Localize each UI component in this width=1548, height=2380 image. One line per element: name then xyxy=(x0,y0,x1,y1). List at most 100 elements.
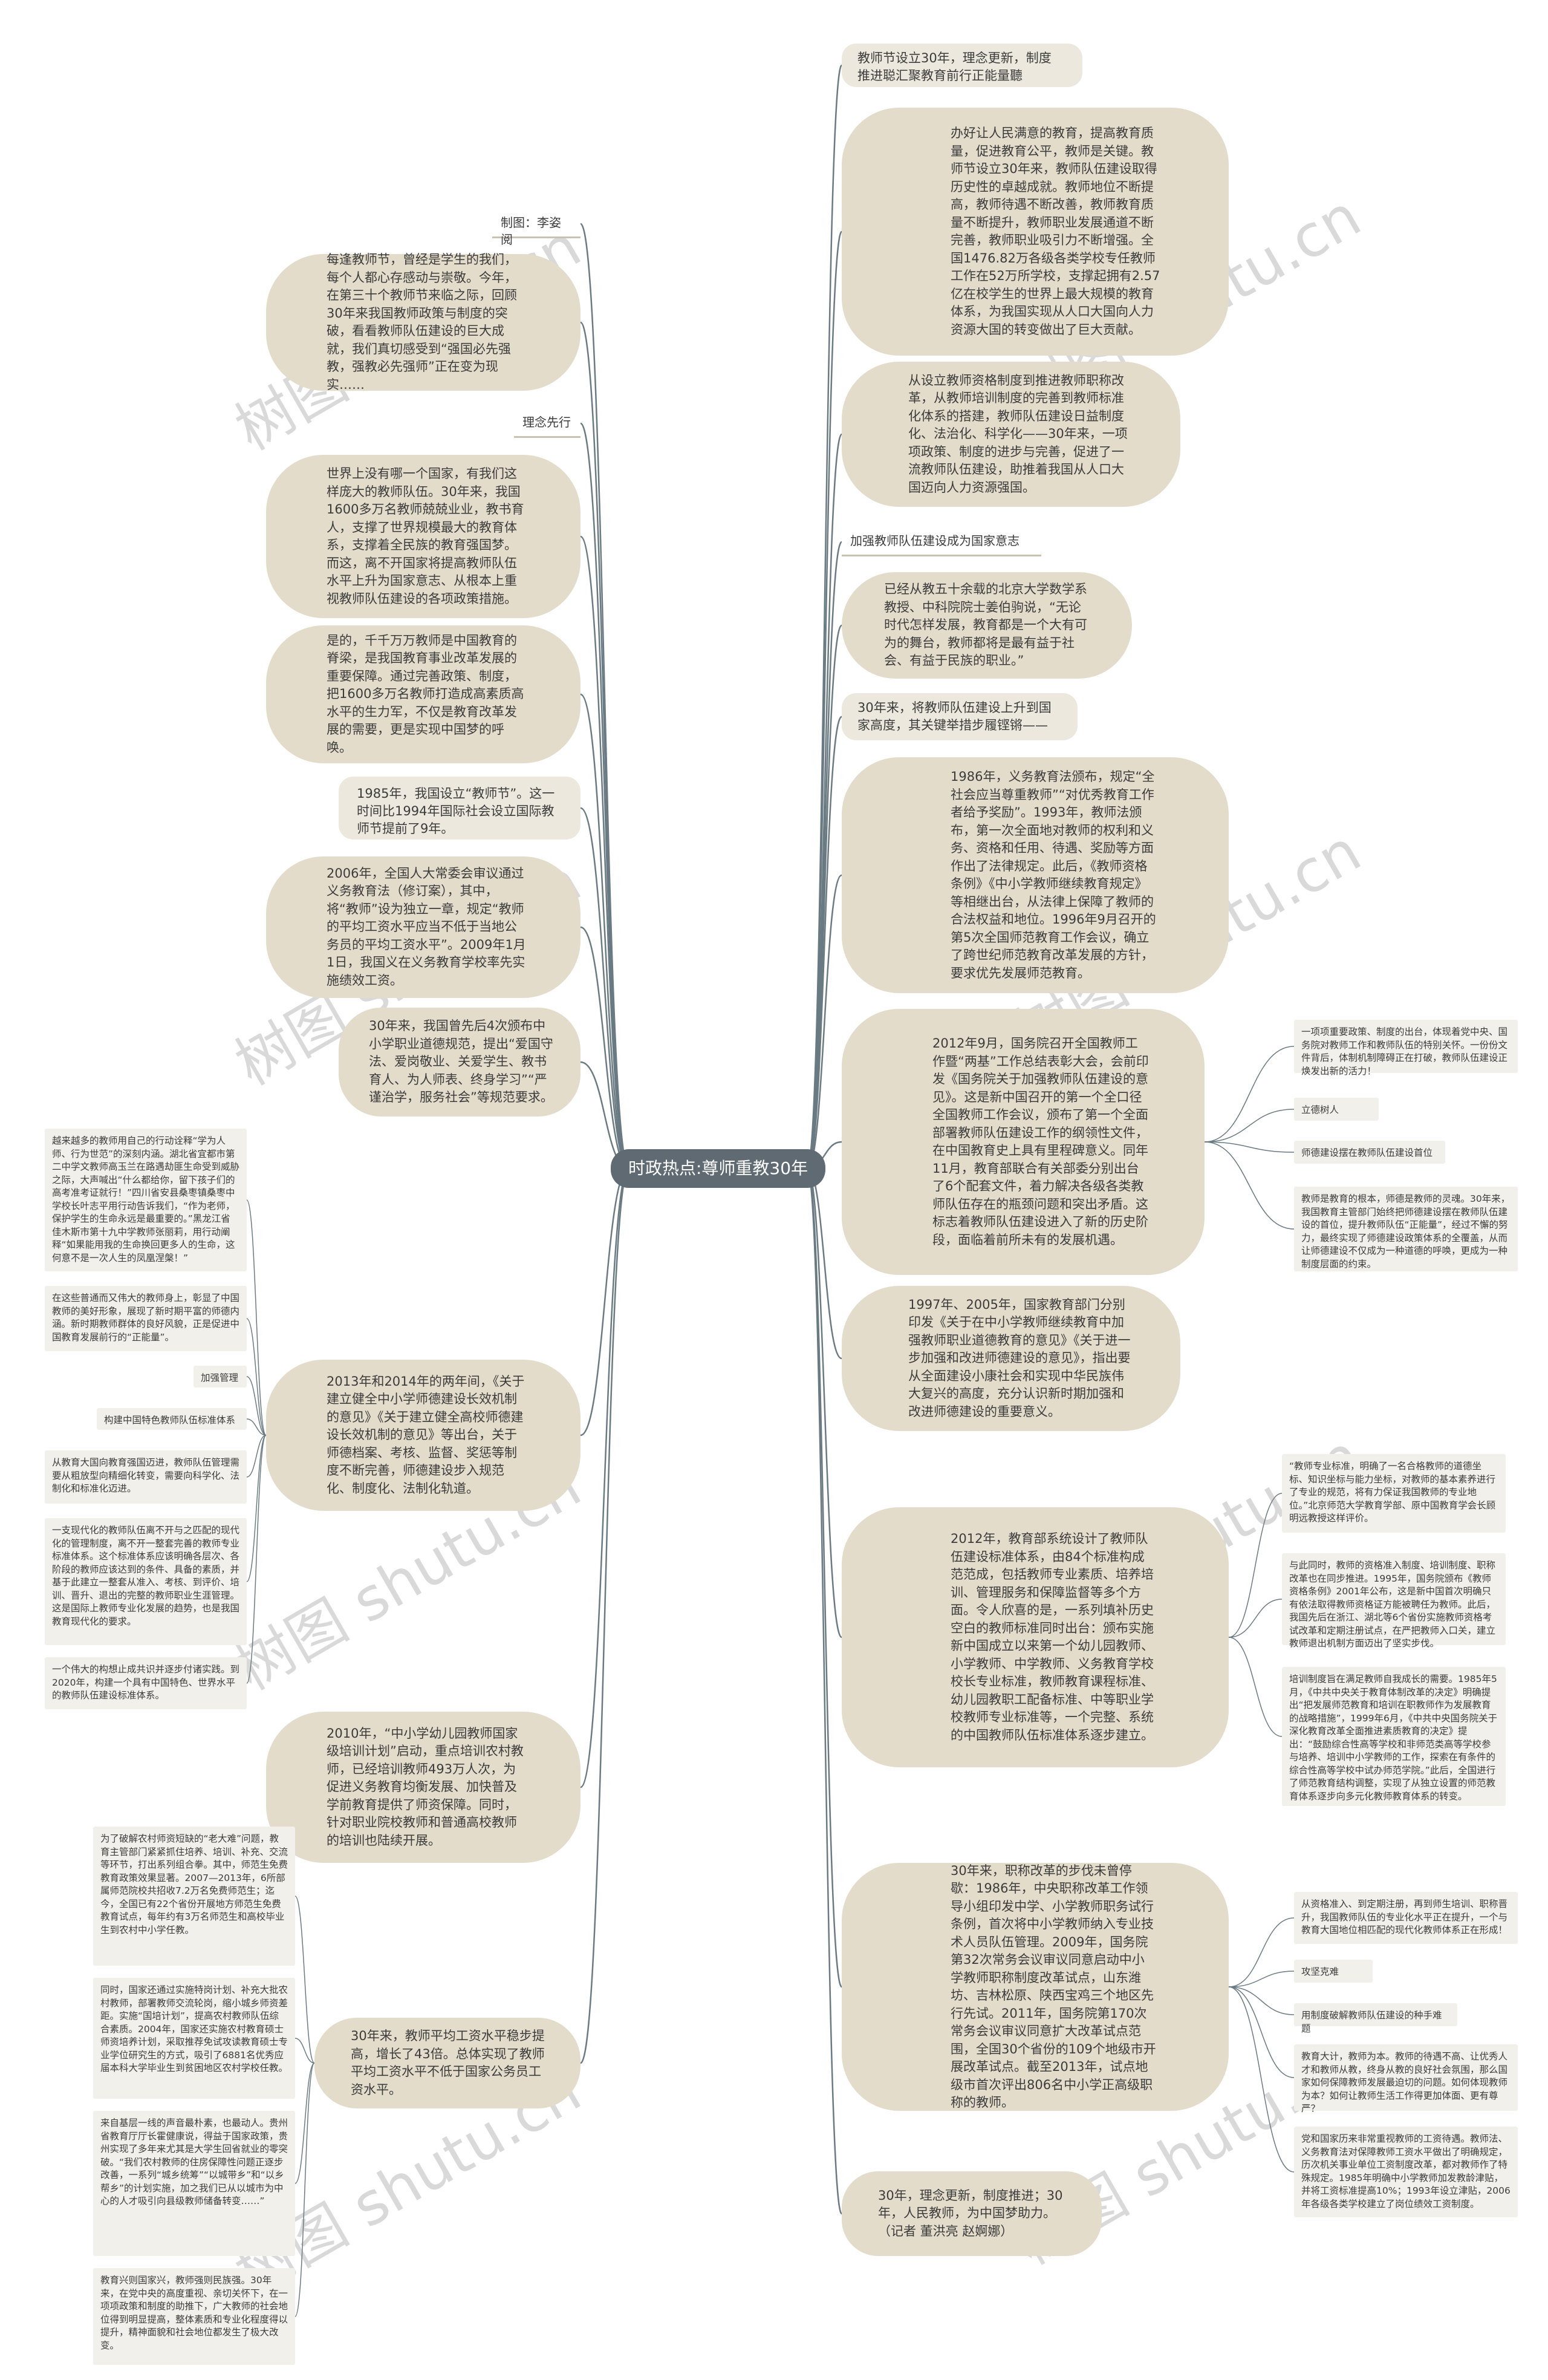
note-connector xyxy=(1204,1141,1295,1230)
note-connector xyxy=(1228,1986,1295,2015)
detail-note[interactable]: 师德建设摆在教师队伍建设首位 xyxy=(1294,1141,1445,1164)
note-connector xyxy=(294,2038,315,2064)
node-text: 2012年9月，国务院召开全国教师工作暨“两基”工作总结表彰大会，会前印发《国务… xyxy=(932,1036,1149,1247)
note-connector xyxy=(1228,1986,1295,2078)
note-connector xyxy=(246,1435,267,1478)
note-connector xyxy=(294,2062,315,2317)
right-topic-node[interactable]: 教师节设立30年，理念更新，制度 推进聪汇聚教育前行正能量聽 xyxy=(842,44,1082,87)
node-text: 每逢教师节，曾经是学生的我们，每个人都心存感动与崇敬。今年，在第三十个教师节来临… xyxy=(327,252,517,392)
detail-note[interactable]: 从资格准入、到定期注册，再到师生培训、职称晋升，我国教师队伍的专业化水平正在提升… xyxy=(1294,1892,1518,1944)
branch-connector xyxy=(806,716,843,1170)
node-text: 30年来，我国曾先后4次颁布中小学职业道德规范，提出“爱国守法、爱岗敬业、关爱学… xyxy=(369,1019,553,1105)
branch-connector xyxy=(806,1167,843,1638)
note-connector xyxy=(294,2062,315,2184)
note-connector xyxy=(246,1435,267,1684)
right-topic-node[interactable]: 1997年、2005年，国家教育部门分别印发《关于在中小学教师继续教育中加强教师… xyxy=(842,1286,1180,1431)
note-connector xyxy=(1228,1986,1295,2173)
right-topic-node[interactable]: 加强教师队伍建设成为国家意志 xyxy=(842,527,1041,556)
right-topic-node[interactable]: 2012年，教育部系统设计了教师队伍建设标准体系，由84个标准构成范范成，包括教… xyxy=(842,1507,1229,1767)
branch-connector xyxy=(580,807,629,1170)
detail-note[interactable]: 从教育大国向教育强国迈进，教师队伍管理需要从粗放型向精细化转变，需要向科学化、法… xyxy=(45,1450,247,1504)
branch-connector xyxy=(806,230,843,1170)
note-connector xyxy=(1228,1917,1295,1987)
note-connector xyxy=(246,1418,267,1436)
node-text: 世界上没有哪一个国家，有我们这样庞大的教师队伍。30年来，我国1600多万名教师… xyxy=(327,466,524,606)
central-topic[interactable]: 时政热点:尊师重教30年 xyxy=(611,1149,825,1188)
right-topic-node[interactable]: 30年来，职称改革的步伐未曾停歇：1986年，中央职称改革工作领导小组印发中学、… xyxy=(842,1863,1229,2111)
left-topic-node[interactable]: 制图：李姿阅 xyxy=(492,209,580,247)
detail-note[interactable]: 来自基层一线的声音最朴素，也最动人。贵州省教育厅厅长霍健康说，得益于国家政策，贵… xyxy=(93,2111,295,2256)
note-connector xyxy=(1228,1637,1283,1737)
node-text: 30年来，职称改革的步伐未曾停歇：1986年，中央职称改革工作领导小组印发中学、… xyxy=(951,1863,1156,2110)
detail-note[interactable]: 为了破解农村师资短缺的“老大难”问题，教育主管部门紧紧抓住培养、培训、补充、交流… xyxy=(93,1827,295,1966)
branch-connector xyxy=(580,693,629,1170)
note-connector xyxy=(1204,1109,1295,1143)
right-topic-node[interactable]: 30年，理念更新，制度推进；30年，人民教师，为中国梦助力。（记者 董洪亮 赵婀… xyxy=(842,2171,1102,2256)
detail-note[interactable]: 攻坚克难 xyxy=(1294,1960,1373,1983)
note-connector xyxy=(246,1435,267,1582)
note-connector xyxy=(1204,1141,1295,1153)
node-text: 1997年、2005年，国家教育部门分别印发《关于在中小学教师继续教育中加强教师… xyxy=(908,1297,1131,1419)
detail-note[interactable]: 一支现代化的教师队伍离不开与之匹配的现代化的管理制度，离不开一整套完善的教师专业… xyxy=(45,1518,247,1645)
detail-note[interactable]: 培训制度旨在满足教师自我成长的需要。1985年5月，《中共中央关于教育体制改革的… xyxy=(1282,1667,1506,1806)
detail-note[interactable]: 加强管理 xyxy=(194,1366,247,1387)
node-text: 2013年和2014年的两年间，《关于建立健全中小学师德建设长效机制的意见》《关… xyxy=(327,1374,525,1496)
branch-connector xyxy=(579,422,630,1170)
detail-note[interactable]: 教育大计，教师为本。教师的待遇不高、让优秀人才和教师从教，终身从教的良好社会氛围… xyxy=(1294,2044,1518,2114)
left-topic-node[interactable]: 世界上没有哪一个国家，有我们这样庞大的教师队伍。30年来，我国1600多万名教师… xyxy=(266,455,580,618)
branch-connector xyxy=(580,1167,629,1436)
branch-connector xyxy=(579,223,630,1170)
node-text: 1986年，义务教育法颁布，规定“全社会应当尊重教师”“对优秀教育工作者给予奖励… xyxy=(951,769,1156,980)
left-topic-node[interactable]: 30年来，我国曾先后4次颁布中小学职业道德规范，提出“爱国守法、爱岗敬业、关爱学… xyxy=(339,1008,580,1117)
note-connector xyxy=(1228,1971,1295,1987)
left-topic-node[interactable]: 2013年和2014年的两年间，《关于建立健全中小学师德建设长效机制的意见》《关… xyxy=(266,1360,580,1511)
left-topic-node[interactable]: 2010年，“中小学幼儿园教师国家级培训计划”启动，重点培训农村教师，已经培训教… xyxy=(266,1712,580,1863)
branch-connector xyxy=(579,535,630,1170)
branch-connector xyxy=(579,1167,630,2064)
note-connector xyxy=(1228,1599,1283,1638)
left-topic-node[interactable]: 1985年，我国设立“教师节”。这一时间比1994年国际社会设立国际教师节提前了… xyxy=(339,777,580,840)
branch-connector xyxy=(806,64,843,1170)
branch-connector xyxy=(806,1167,843,1988)
detail-note[interactable]: 构建中国特色教师队伍标准体系 xyxy=(97,1408,247,1430)
detail-note[interactable]: 立德树人 xyxy=(1294,1098,1379,1121)
right-topic-node[interactable]: 30年来，将教师队伍建设上升到国家高度，其关键举措步履铿锵—— xyxy=(842,693,1078,740)
detail-note[interactable]: 同时，国家还通过实施特岗计划、补充大批农村教师，部署教师交流轮岗，缩小城乡师资差… xyxy=(93,1978,295,2099)
detail-note[interactable]: 一项项重要政策、制度的出台，体现着党中央、国务院对教师工作和教师队伍的特别关怀。… xyxy=(1294,1020,1518,1077)
note-connector xyxy=(246,1318,267,1436)
detail-note[interactable]: “教师专业标准，明确了一名合格教师的道德坐标、知识坐标与能力坐标，对教师的基本素… xyxy=(1282,1454,1506,1533)
detail-note[interactable]: 在这些普通而又伟大的教师身上，彰显了中国教师的美好形象，展现了新时期平富的师德内… xyxy=(45,1286,247,1351)
node-text: 2006年，全国人大常委会审议通过义务教育法（修订案），其中，将“教师”设为独立… xyxy=(327,866,526,988)
note-connector xyxy=(246,1199,267,1436)
node-text: 已经从教五十余载的北京大学数学系教授、中科院院士姜伯驹说，“无论时代怎样发展，教… xyxy=(884,582,1087,668)
detail-note[interactable]: 用制度破解教师队伍建设的种手难题 xyxy=(1294,2003,1457,2034)
note-connector xyxy=(1204,1046,1295,1143)
left-topic-node[interactable]: 每逢教师节，曾经是学生的我们，每个人都心存感动与崇敬。今年，在第三十个教师节来临… xyxy=(266,252,580,392)
detail-note[interactable]: 党和国家历来非常重视教师的工资待遇。教师法、义务教育法对保障教师工资水平做出了明… xyxy=(1294,2127,1518,2217)
branch-connector xyxy=(806,433,843,1170)
note-connector xyxy=(1228,1493,1283,1638)
detail-note[interactable]: 一个伟大的构想止成共识并逐步付诸实践。到2020年，构建一个具有中国特色、世界水… xyxy=(45,1657,247,1709)
node-text: 2010年，“中小学幼儿园教师国家级培训计划”启动，重点培训农村教师，已经培训教… xyxy=(327,1726,524,1848)
note-connector xyxy=(246,1376,267,1436)
detail-note[interactable]: 与此同时，教师的资格准入制度、培训制度、职称改革也在同步推进。1995年，国务院… xyxy=(1282,1553,1506,1649)
node-text: 2012年，教育部系统设计了教师队伍建设标准体系，由84个标准构成范范成，包括教… xyxy=(951,1531,1154,1743)
right-topic-node[interactable]: 1986年，义务教育法颁布，规定“全社会应当尊重教师”“对优秀教育工作者给予奖励… xyxy=(842,757,1229,993)
right-topic-node[interactable]: 已经从教五十余载的北京大学数学系教授、中科院院士姜伯驹说，“无论时代怎样发展，教… xyxy=(842,572,1132,679)
left-topic-node[interactable]: 理念先行 xyxy=(514,409,580,438)
left-topic-node[interactable]: 是的，千千万万教师是中国教育的脊梁，是我国教育事业改革发展的重要保障。通过完善政… xyxy=(266,625,580,763)
left-topic-node[interactable]: 2006年，全国人大常委会审议通过义务教育法（修订案），其中，将“教师”设为独立… xyxy=(266,856,580,998)
node-text: 30年，理念更新，制度推进；30年，人民教师，为中国梦助力。（记者 董洪亮 赵婀… xyxy=(878,2188,1063,2238)
detail-note[interactable]: 越来越多的教师用自己的行动诠释“学为人师、行为世范”的深刻内涵。湖北省宜都市第二… xyxy=(45,1129,247,1271)
node-text: 是的，千千万万教师是中国教育的脊梁，是我国教育事业改革发展的重要保障。通过完善政… xyxy=(327,633,524,755)
branch-connector xyxy=(580,1167,629,1788)
branch-connector xyxy=(806,1167,843,2215)
left-topic-node[interactable]: 30年来，教师平均工资水平稳步提高，增长了43倍。总体实现了教师平均工资水平不低… xyxy=(314,2018,580,2108)
right-topic-node[interactable]: 2012年9月，国务院召开全国教师工作暨“两基”工作总结表彰大会，会前印发《国务… xyxy=(842,1009,1205,1275)
detail-note[interactable]: 教育兴则国家兴，教师强则民族强。30年来，在党中央的高度重视、亲切关怀下，在一项… xyxy=(93,2268,295,2365)
right-topic-node[interactable]: 办好让人民满意的教育，提高教育质量，促进教育公平，教师是关键。教师节设立30年来… xyxy=(842,108,1229,356)
detail-note[interactable]: 教师是教育的根本，师德是教师的灵魂。30年来，我国教育主管部门始终把师德建设摆在… xyxy=(1294,1187,1518,1271)
node-text: 30年来，教师平均工资水平稳步提高，增长了43倍。总体实现了教师平均工资水平不低… xyxy=(351,2029,545,2097)
right-topic-node[interactable]: 从设立教师资格制度到推进教师职称改革，从教师培训制度的完善到教师标准化体系的搭建… xyxy=(842,362,1180,507)
